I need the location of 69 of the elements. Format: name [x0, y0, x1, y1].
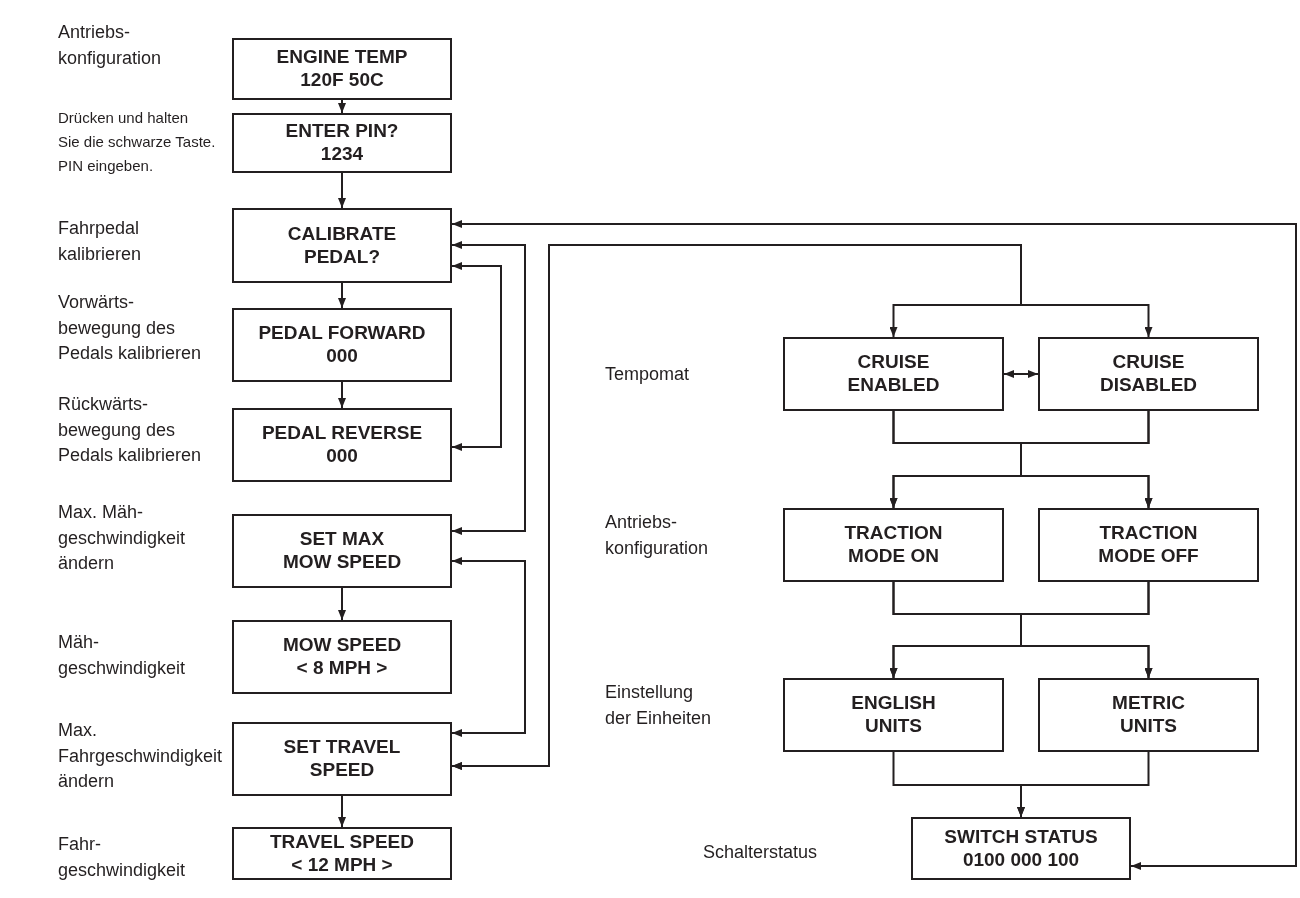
arrow: [451, 557, 526, 737]
arrow: [338, 381, 346, 409]
side-note: Schalterstatus: [703, 841, 819, 864]
side-note: Einstellung der Einheiten: [605, 681, 713, 730]
step-text: SWITCH STATUS: [944, 825, 1098, 849]
step-text: METRIC UNITS: [1111, 692, 1186, 738]
arrow: [338, 587, 346, 621]
step-text: TRAVEL SPEED: [270, 830, 414, 854]
arrow: [451, 241, 526, 535]
process-box: [232, 722, 452, 796]
side-note: Fahrpedal kalibrieren: [58, 217, 143, 266]
step-text: ENGLISH UNITS: [850, 692, 937, 738]
process-box: [232, 514, 452, 588]
arrow: [1020, 581, 1153, 679]
step-text: 000: [326, 445, 358, 468]
process-box: [783, 337, 1004, 411]
step-text: SET MAX MOW SPEED: [281, 528, 403, 574]
step-text: CRUISE ENABLED: [846, 351, 941, 397]
process-box: [232, 308, 452, 382]
side-note: PIN eingeben.: [58, 156, 155, 176]
arrow: [1017, 751, 1150, 818]
side-note: Vorwärts- bewegung des Pedals kalibrieren: [58, 291, 203, 366]
process-box: [1038, 678, 1259, 752]
step-text: PEDAL REVERSE: [261, 422, 423, 445]
side-note: Mäh- geschwindigkeit: [58, 631, 187, 680]
side-note: Antriebs- konfiguration: [605, 511, 710, 560]
arrow: [338, 282, 346, 309]
side-note: Max. Mäh- geschwindigkeit ändern: [58, 501, 187, 576]
process-box: [1038, 508, 1259, 582]
step-text: ENGINE TEMP: [276, 46, 408, 69]
process-box: [783, 508, 1004, 582]
step-text: TRACTION MODE ON: [843, 522, 944, 568]
step-text: ENTER PIN?: [285, 120, 399, 143]
arrow: [1003, 370, 1039, 378]
step-text: < 12 MPH >: [291, 853, 393, 877]
arrow: [1020, 410, 1153, 509]
process-box: [232, 38, 452, 100]
side-note: Drücken und halten: [58, 108, 190, 128]
side-note: Antriebs- konfiguration: [58, 21, 163, 70]
step-text: 120F 50C: [300, 69, 384, 92]
arrow: [338, 99, 346, 114]
step-text: CRUISE DISABLED: [1098, 351, 1199, 397]
step-text: 000: [326, 345, 358, 368]
arrow: [338, 172, 346, 209]
process-box: [911, 817, 1131, 880]
side-note: Sie die schwarze Taste.: [58, 132, 217, 152]
process-box: [232, 408, 452, 482]
arrow: [451, 244, 1153, 770]
process-box: [232, 827, 452, 880]
step-text: < 8 MPH >: [296, 657, 388, 680]
arrow: [451, 262, 502, 451]
side-note: Rückwärts- bewegung des Pedals kalibrieren: [58, 393, 203, 468]
process-box: [783, 678, 1004, 752]
step-text: PEDAL FORWARD: [258, 322, 426, 345]
step-text: 1234: [320, 143, 364, 166]
process-box: [232, 620, 452, 694]
step-text: 0100 000 100: [962, 848, 1080, 872]
side-note: Max. Fahrgeschwindigkeit ändern: [58, 719, 224, 794]
side-note: Fahr- geschwindigkeit: [58, 833, 187, 882]
process-box: [232, 208, 452, 283]
arrow: [451, 220, 1297, 870]
step-text: MOW SPEED: [282, 634, 402, 657]
arrow: [338, 795, 346, 828]
side-note: Tempomat: [605, 363, 691, 386]
process-box: [232, 113, 452, 173]
step-text: CALIBRATE PEDAL?: [286, 222, 398, 269]
step-text: TRACTION MODE OFF: [1097, 522, 1200, 568]
process-box: [1038, 337, 1259, 411]
step-text: SET TRAVEL SPEED: [282, 736, 402, 782]
